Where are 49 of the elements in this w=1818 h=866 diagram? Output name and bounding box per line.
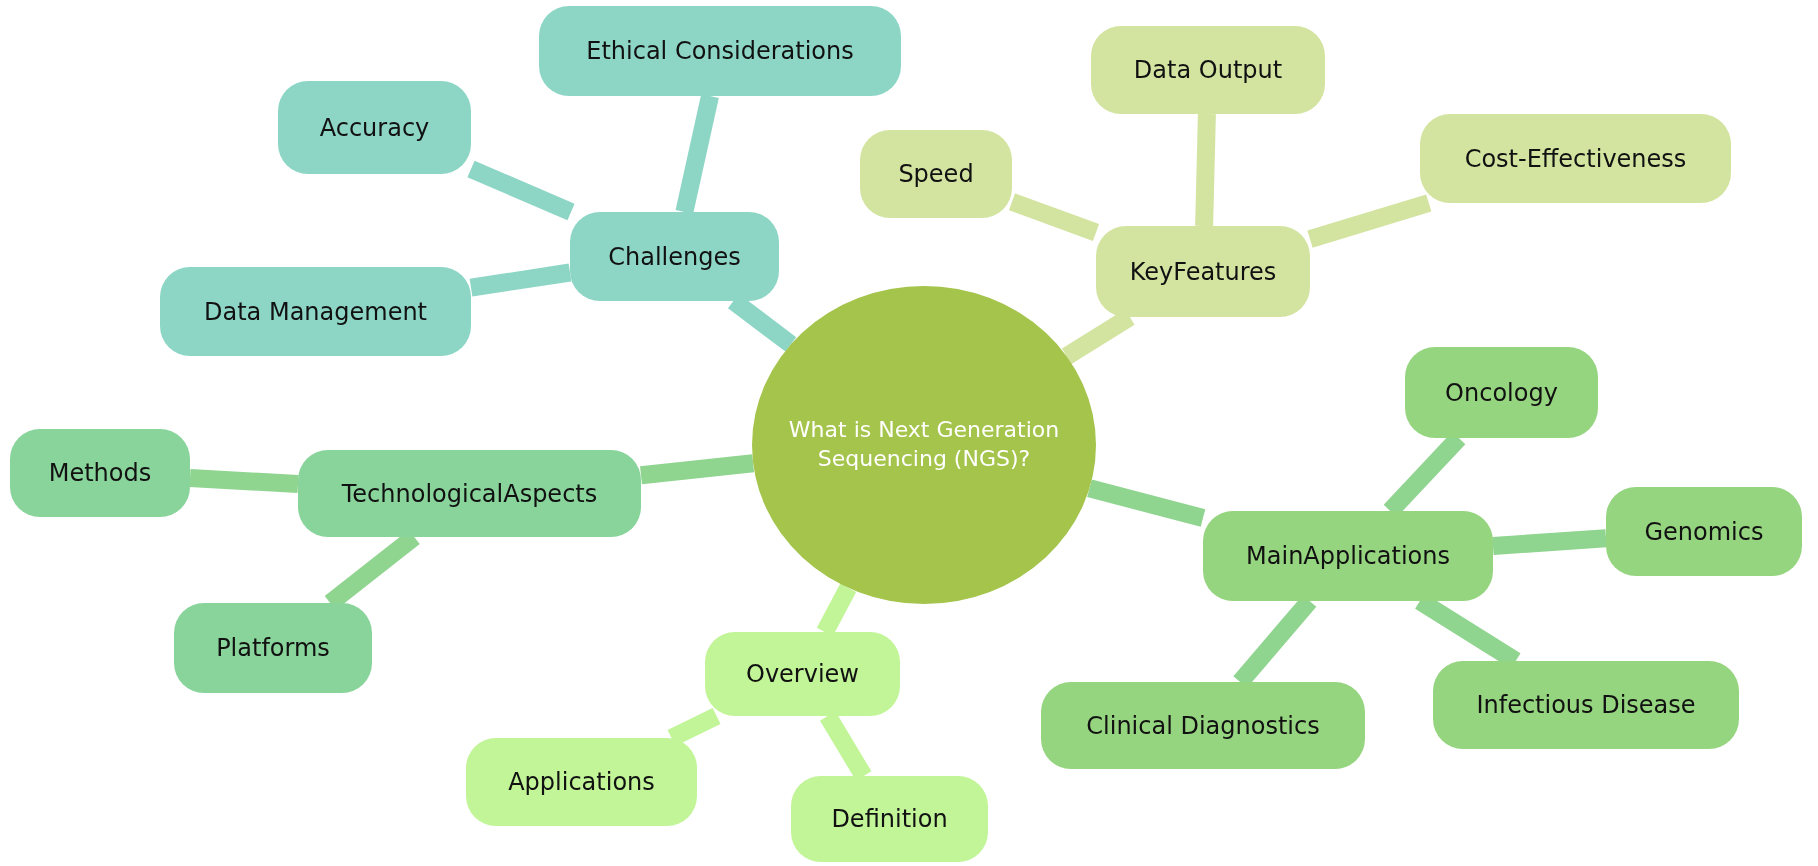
topic-label: Oncology <box>1445 378 1558 407</box>
topic-box <box>791 776 988 862</box>
topic-box <box>860 130 1012 218</box>
topic-label: Speed <box>898 160 974 188</box>
topic-label: Data Output <box>1133 56 1283 84</box>
topic-box <box>705 632 900 716</box>
topic-label: Cost-Effectiveness <box>1464 144 1687 173</box>
topic-label: Data Management <box>204 297 427 326</box>
connector-line <box>1008 193 1100 241</box>
connector-line <box>1307 194 1432 248</box>
connector-line <box>1087 479 1206 527</box>
topic-box <box>298 450 641 537</box>
topic-box <box>160 267 471 356</box>
topic-label: Infectious Disease <box>1476 691 1696 719</box>
topic-box <box>10 429 190 517</box>
topic-label: Accuracy <box>319 113 430 142</box>
topic-box <box>1203 511 1493 601</box>
topic-label: Platforms <box>216 634 330 662</box>
topic-label: Clinical Diagnostics <box>1086 711 1320 740</box>
topic-label: Ethical Considerations <box>586 37 854 65</box>
topic-label: Overview <box>746 660 859 688</box>
connector-line <box>1492 529 1607 555</box>
connector-line <box>189 469 299 493</box>
connector-line <box>640 454 755 485</box>
topic-box <box>1405 347 1598 438</box>
topic-label: Definition <box>831 805 948 833</box>
topic-box <box>466 738 697 826</box>
topic-box <box>1096 226 1310 317</box>
topic-box <box>539 6 901 96</box>
topic-box <box>174 603 372 693</box>
connector-line <box>1195 113 1216 227</box>
topic-box <box>1606 487 1802 576</box>
topic-label: KeyFeatures <box>1129 257 1277 286</box>
topic-box <box>278 81 471 174</box>
topic-label: What is Next Generation Sequencing (NGS)? <box>787 416 1061 473</box>
topic-label: TechnologicalAspects <box>341 479 598 508</box>
topic-label: MainApplications <box>1246 542 1450 570</box>
topic-label: Challenges <box>608 242 741 271</box>
topic-box <box>1091 26 1325 114</box>
topic-box <box>570 212 779 301</box>
connector-line <box>675 94 719 214</box>
connector-line <box>467 160 575 221</box>
topic-box <box>1420 114 1731 203</box>
connector-line <box>469 263 572 297</box>
topic-box <box>1433 661 1739 749</box>
topic-label: Methods <box>48 459 152 487</box>
topic-label: Genomics <box>1644 517 1764 546</box>
topic-box <box>1041 682 1365 769</box>
topic-label: Applications <box>508 768 655 796</box>
